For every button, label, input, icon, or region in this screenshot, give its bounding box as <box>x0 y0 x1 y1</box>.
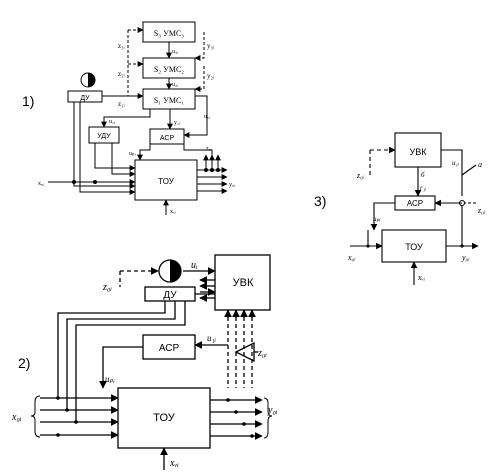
block-s1-label: S₁ УМС₁ <box>154 96 184 105</box>
signal-y2i: y₂ᵢ <box>207 72 215 80</box>
panel-number-3: 3) <box>314 193 326 209</box>
block-tou-3-label: ТОУ <box>405 242 423 252</box>
signal-z0i: z₀ᵢ <box>206 146 212 152</box>
signal-upi-2: uₚᵢ <box>105 374 115 384</box>
panel-number-2: 2) <box>18 355 30 371</box>
signal-y3i: y₃ᵢ <box>207 42 215 50</box>
signal-z0i-right: z₀ᵢ <box>257 348 267 359</box>
block-s3-label: S₃ УМС₃ <box>154 29 184 38</box>
signal-z0i-in: z₀ᵢ <box>102 282 112 293</box>
signal-u2i: u₂ᵢ <box>172 82 178 88</box>
signal-z3i: z₃ᵢ <box>118 42 126 50</box>
block-uvk-2-label: УВК <box>233 277 254 289</box>
signal-u1i-2: u₁ᵢ <box>207 333 217 343</box>
signal-u1i-3: u₁ᵢ <box>452 159 459 167</box>
block-tou-label: ТОУ <box>158 177 175 186</box>
block-asr-3-label: АСР <box>407 199 423 208</box>
diagram-3: 3) УВК z₀ᵢ u₁ᵢ а АСР б r₁ᵢ z₀ᵢ uₚᵢ ТОУ <box>314 132 485 285</box>
signal-y0i: y₀ᵢ <box>229 182 235 188</box>
signal-xvi: xᵥᵢ <box>170 209 176 215</box>
signal-a: а <box>478 160 482 169</box>
operator-indicator-icon <box>88 73 95 87</box>
block-du-2-label: ДУ <box>163 290 177 301</box>
block-du-label: ДУ <box>80 95 90 102</box>
diagram-2: 2) uᵢ z₀ᵢ ДУ УВК АСР u₁ᵢ <box>11 254 278 470</box>
block-asr-label: АСР <box>160 135 175 142</box>
signal-y0i-2: y₀ᵢ <box>267 405 278 416</box>
signal-r1i: r₁ᵢ <box>420 184 426 192</box>
signal-upi-3: uₚᵢ <box>373 215 381 223</box>
block-s2-label: S₂ УМС₂ <box>154 65 184 74</box>
signal-xvi-2: xᵥᵢ <box>169 458 179 469</box>
signal-xvi-3: xᵥᵢ <box>417 273 425 282</box>
signal-upi: uₚᵢ <box>129 151 136 157</box>
operator-indicator-icon-2 <box>170 260 181 282</box>
block-uvk-3-label: УВК <box>410 147 428 157</box>
signal-ui: uᵢ <box>191 260 198 271</box>
signal-b: б <box>421 171 425 179</box>
diagram-1: 1) S₃ УМС₃ S₂ УМС₂ S₁ УМС₁ z₃ᵢ z₂ᵢ z₁ᵢ u… <box>22 21 235 215</box>
signal-z0i-in-3: z₀ᵢ <box>356 171 364 180</box>
block-asr-2-label: АСР <box>159 343 180 354</box>
signal-u3i: u₃ᵢ <box>172 49 178 55</box>
signal-z1i: z₁ᵢ <box>118 100 126 108</box>
signal-x0i: x₀ᵢ <box>38 181 44 187</box>
signal-u1i-udu: u₁ᵢ <box>109 119 115 125</box>
panel-number-1: 1) <box>22 93 34 109</box>
signal-y0i-3: y₀ᵢ <box>461 253 470 262</box>
signal-x0i-2: x₀ᵢ <box>11 412 22 423</box>
signal-z2i: z₂ᵢ <box>118 70 126 78</box>
signal-y1i: y₁ᵢ <box>174 120 180 126</box>
block-tou-2-label: ТОУ <box>153 412 176 424</box>
signal-z0i-3: z₀ᵢ <box>477 206 485 215</box>
signal-u1i-right: u₁ᵢ <box>204 114 210 120</box>
signal-x0i-3: x₀ᵢ <box>347 253 356 262</box>
block-udu-label: УДУ <box>97 133 111 140</box>
